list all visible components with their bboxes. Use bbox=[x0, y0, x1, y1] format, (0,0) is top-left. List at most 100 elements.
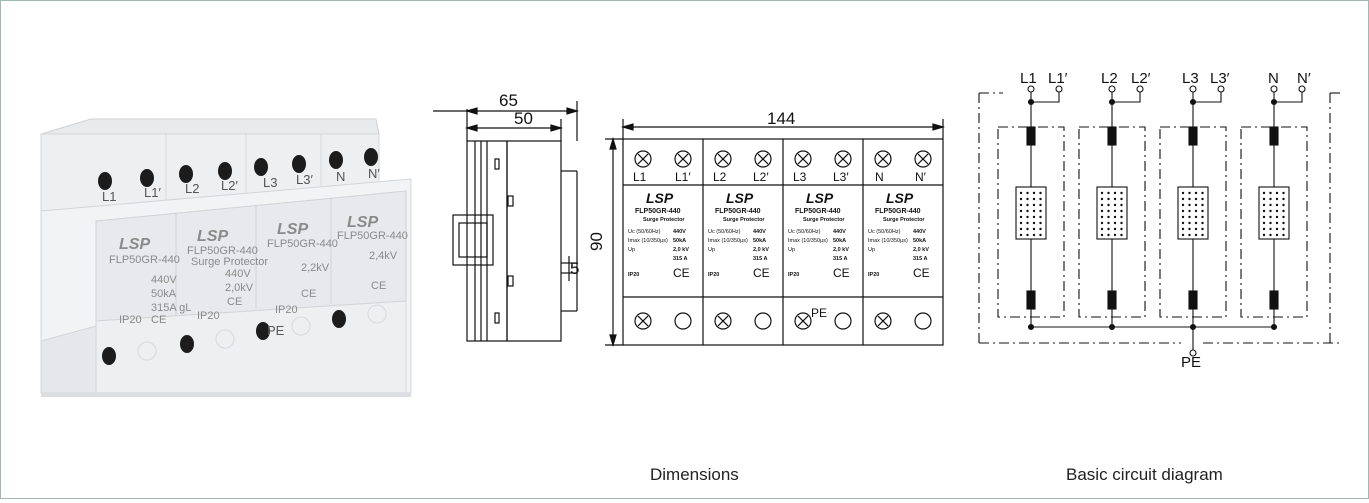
module-3-logo: LSP bbox=[806, 190, 834, 206]
photo-ce-4: CE bbox=[371, 280, 386, 292]
module-4-uc-label: Uc (50/60Hz) bbox=[868, 229, 901, 235]
circuit-label-n: N bbox=[1268, 70, 1279, 87]
module-2-uc-label: Uc (50/60Hz) bbox=[708, 229, 741, 235]
front-module-1: L1 L1′ LSP FLP50GR-440 Surge Protector U… bbox=[628, 170, 691, 280]
screw-cross-icon bbox=[874, 312, 892, 330]
circuit-fuse bbox=[1188, 290, 1198, 310]
circuit-varistor bbox=[1096, 186, 1128, 240]
module-2-ce: CE bbox=[753, 266, 770, 280]
circuit-label-np: N′ bbox=[1297, 70, 1311, 87]
circuit-label-pe: PE bbox=[1181, 354, 1201, 371]
module-4-top-right: N′ bbox=[915, 170, 927, 184]
circuit-label-l3p: L3′ bbox=[1210, 70, 1230, 87]
photo-module-4-text: LSP FLP50GR-440 2,4kV CE bbox=[337, 214, 408, 292]
module-1-ip: IP20 bbox=[628, 272, 639, 278]
screw-cross-icon bbox=[634, 312, 652, 330]
module-1-model: FLP50GR-440 bbox=[635, 208, 681, 215]
photo-screw-hole bbox=[332, 310, 346, 328]
photo-screw-hole bbox=[364, 148, 378, 166]
module-3-voltage: 440V bbox=[833, 229, 846, 235]
module-4-logo: LSP bbox=[886, 190, 914, 206]
photo-screw-hole bbox=[180, 335, 194, 353]
screw-cross-icon bbox=[794, 150, 812, 168]
module-1-up-label: Up bbox=[628, 247, 635, 253]
circuit-wire bbox=[1031, 92, 1060, 103]
photo-module-3-text: LSP FLP50GR-440 2,2kV IP20 CE PE bbox=[267, 221, 338, 338]
front-module-3: L3 L3′ LSP FLP50GR-440 Surge Protector U… bbox=[788, 170, 850, 320]
circuit-node bbox=[1189, 98, 1197, 106]
photo-label-l1p: L1′ bbox=[144, 185, 161, 200]
circuit-wire bbox=[1274, 92, 1303, 103]
photo-label-l3p: L3′ bbox=[296, 172, 313, 187]
photo-ip-3: IP20 bbox=[275, 304, 298, 316]
circuit-varistor bbox=[1177, 186, 1209, 240]
module-1-imax-label: Imax (10/350µs) bbox=[628, 238, 668, 244]
dim-front-width: 144 bbox=[767, 109, 795, 128]
module-3-subtitle: Surge Protector bbox=[803, 217, 845, 223]
module-3-ip: IP20 bbox=[788, 272, 799, 278]
photo-logo-3: LSP bbox=[277, 221, 308, 238]
screw-cross-icon bbox=[874, 150, 892, 168]
photo-blank-terminal bbox=[367, 304, 387, 324]
module-1-ce: CE bbox=[673, 266, 690, 280]
caption-dimensions: Dimensions bbox=[650, 465, 739, 484]
module-3-kv: 2,0 kV bbox=[833, 247, 849, 253]
photo-current-1: 50kA bbox=[151, 288, 177, 300]
front-view-drawing bbox=[605, 119, 946, 348]
module-3-up-label: Up bbox=[788, 247, 795, 253]
module-2-fuse: 315 A bbox=[753, 256, 768, 262]
terminal-open-icon bbox=[914, 312, 932, 330]
module-3-imax-label: Imax (10/350µs) bbox=[788, 238, 828, 244]
module-4-fuse: 315 A bbox=[913, 256, 928, 262]
circuit-fuse bbox=[1269, 290, 1279, 310]
caption-circuit: Basic circuit diagram bbox=[1066, 465, 1223, 484]
photo-screw-hole bbox=[329, 151, 343, 169]
module-2-model: FLP50GR-440 bbox=[715, 208, 761, 215]
photo-blank-terminal bbox=[291, 316, 311, 336]
module-4-up-label: Up bbox=[868, 247, 875, 253]
module-2-ip: IP20 bbox=[708, 272, 719, 278]
photo-screw-hole bbox=[218, 162, 232, 180]
circuit-fuse bbox=[1269, 126, 1279, 146]
circuit-label-l1p: L1′ bbox=[1048, 70, 1068, 87]
module-3-current: 50kA bbox=[833, 238, 846, 244]
module-1-current: 50kA bbox=[673, 238, 686, 244]
module-3-top-left: L3 bbox=[793, 170, 807, 184]
photo-ip-1: IP20 bbox=[119, 314, 142, 326]
module-1-top-left: L1 bbox=[633, 170, 647, 184]
circuit-node bbox=[1027, 98, 1035, 106]
module-3-top-right: L3′ bbox=[833, 170, 849, 184]
module-4-ce: CE bbox=[913, 266, 930, 280]
screw-cross-icon bbox=[674, 150, 692, 168]
photo-ip-2: IP20 bbox=[197, 310, 220, 322]
front-module-4: N N′ LSP FLP50GR-440 Surge Protector Uc … bbox=[868, 170, 930, 280]
photo-label-np: N′ bbox=[368, 166, 380, 181]
photo-label-l2: L2 bbox=[185, 181, 199, 196]
product-photo bbox=[40, 118, 412, 397]
circuit-label-l1: L1 bbox=[1020, 70, 1037, 87]
screw-cross-icon bbox=[634, 150, 652, 168]
photo-blank-terminal bbox=[215, 329, 235, 349]
photo-terminal-labels: L1 L1′ L2 L2′ L3 L3′ N N′ bbox=[102, 166, 380, 204]
circuit-varistor bbox=[1258, 186, 1290, 240]
photo-fuse-1: 315A gL bbox=[151, 302, 191, 314]
circuit-fuse bbox=[1026, 126, 1036, 146]
circuit-label-l2p: L2′ bbox=[1131, 70, 1151, 87]
photo-model-3: FLP50GR-440 bbox=[267, 238, 338, 250]
photo-blank-terminal bbox=[137, 341, 157, 361]
circuit-fuse bbox=[1188, 126, 1198, 146]
circuit-label-l2: L2 bbox=[1101, 70, 1118, 87]
photo-label-l2p: L2′ bbox=[221, 178, 238, 193]
circuit-wire bbox=[1193, 92, 1222, 103]
photo-ce-2: CE bbox=[227, 296, 242, 308]
module-2-kv: 2,0 kV bbox=[753, 247, 769, 253]
photo-ce-3: CE bbox=[301, 288, 316, 300]
module-4-model: FLP50GR-440 bbox=[875, 208, 921, 215]
photo-screw-hole bbox=[292, 155, 306, 173]
photo-kv-4: 2,4kV bbox=[369, 250, 398, 262]
screw-cross-icon bbox=[794, 312, 812, 330]
photo-screw-hole bbox=[140, 169, 154, 187]
module-1-kv: 2,0 kV bbox=[673, 247, 689, 253]
module-3-fuse: 315 A bbox=[833, 256, 848, 262]
